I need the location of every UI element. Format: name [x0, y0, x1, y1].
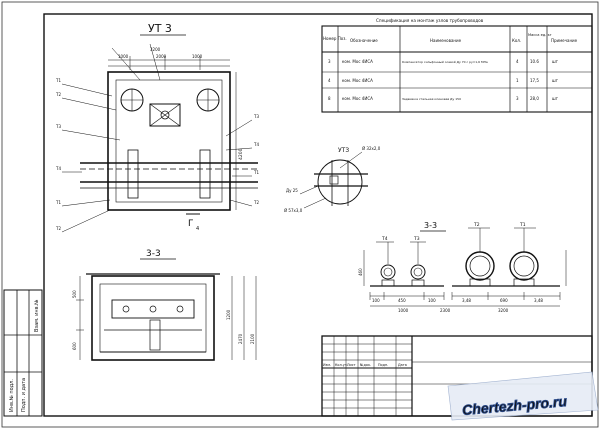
plan-view: УТ 3 1000 2000 1000 3200: [55, 22, 259, 233]
spec-r1-qty: 4: [516, 59, 519, 64]
svg-text:Т3: Т3: [55, 124, 61, 129]
spec-r1-name: Компенсатор сильфонный осевой Ду 70 с ру…: [402, 60, 488, 64]
tb-h-date: Дата: [398, 363, 407, 367]
side-label-sign: Подп. и дата: [21, 378, 27, 412]
svg-text:1000: 1000: [192, 54, 203, 59]
dim-left-1: 500: [72, 290, 77, 298]
dim-r-2: 450: [398, 298, 406, 303]
watermark: Chertezh-pro.ru: [447, 371, 599, 421]
svg-text:Т1: Т1: [55, 78, 61, 83]
svg-text:1000: 1000: [118, 54, 129, 59]
spec-h-pos: Номер Поз.: [323, 36, 347, 41]
spec-r3-note: шт: [552, 96, 559, 101]
svg-text:Т2: Т2: [473, 222, 480, 228]
plan-title: УТ 3: [148, 22, 172, 35]
spec-r3-name: Задвижка стальная клиновая Ду 150: [402, 97, 461, 101]
svg-text:Т1: Т1: [253, 170, 259, 175]
dim-left-4: 2470: [238, 333, 243, 344]
section-right-title: 3-3: [424, 221, 437, 230]
spec-table: Спецификация на монтаж узлов трубопровод…: [321, 18, 593, 113]
spec-r2-pos: 4: [328, 78, 331, 83]
dim-r-1: 100: [372, 298, 380, 303]
tb-h-sheet: Лист: [347, 363, 356, 367]
dim-r-6: 690: [500, 298, 508, 303]
svg-text:Т4: Т4: [253, 142, 259, 147]
spec-caption: Спецификация на монтаж узлов трубопровод…: [376, 18, 484, 23]
dim-r-8: 2300: [440, 308, 451, 313]
dim-r-7: 3,48: [534, 298, 543, 303]
spec-r3-pos: 8: [328, 96, 331, 101]
dim-left-3: 1200: [226, 309, 231, 320]
svg-text:Т3: Т3: [413, 236, 420, 242]
spec-r3-qty: 3: [516, 96, 519, 101]
svg-text:2000: 2000: [156, 54, 167, 59]
dim-left-5: 2100: [250, 333, 255, 344]
spec-r2-qty: 1: [516, 78, 519, 83]
node-dim: Ду 25: [286, 188, 298, 193]
tb-h-count: Кол.уч: [335, 363, 347, 367]
dim-r-3: 100: [428, 298, 436, 303]
svg-text:Т1: Т1: [519, 222, 526, 228]
spec-r1-mass: 10.6: [530, 59, 539, 64]
spec-r1-designation: ком. Мос 4ИСА: [342, 59, 373, 64]
svg-text:Т2: Т2: [55, 226, 61, 231]
dim-r-4: 1000: [398, 308, 409, 313]
section-right: 3-3 Т4 Т3 Т2 Т1 4: [358, 221, 567, 313]
section-left-title: 3-3: [146, 249, 161, 259]
svg-text:Т1: Т1: [55, 200, 61, 205]
svg-text:Т4: Т4: [55, 166, 61, 171]
side-label-inv: Инв.№ подл.: [9, 379, 15, 412]
spec-r3-mass: 28,0: [530, 96, 539, 101]
node-detail: УТ3 Ø 32x2,0 Ду 25 Ø 57x3,0: [284, 146, 381, 213]
node-callout-2: Ø 57x3,0: [284, 208, 303, 213]
tb-h-change: Изм.: [323, 363, 331, 367]
tb-h-sign: Подп.: [378, 363, 388, 367]
spec-r2-note: шт: [552, 78, 559, 83]
node-label: УТ3: [338, 147, 349, 154]
spec-h-designation: Обозначение: [350, 38, 378, 43]
dim-r-5: 3,48: [462, 298, 471, 303]
spec-r1-pos: 3: [328, 59, 331, 64]
side-label-replace: Взам. инв.№: [34, 299, 40, 332]
svg-text:Т4: Т4: [381, 236, 388, 242]
svg-text:3200: 3200: [150, 47, 161, 52]
spec-r1-note: шт: [552, 59, 559, 64]
spec-r2-mass: 17,5: [530, 78, 539, 83]
cut-marker-sub: 4: [196, 226, 199, 232]
section-left: 3-3 500 600 1200 2470 2100: [72, 249, 257, 361]
dim-left-2: 600: [72, 342, 77, 350]
svg-text:Т2: Т2: [253, 200, 259, 205]
spec-r2-designation: ком. Мос 4ИСА: [342, 78, 373, 83]
spec-h-note: Примечание: [551, 38, 578, 43]
side-strip: Инв.№ подл. Подп. и дата Взам. инв.№: [3, 289, 43, 417]
tb-h-doc: №док.: [360, 363, 371, 367]
svg-text:Т3: Т3: [253, 114, 259, 119]
spec-h-name: Наименование: [430, 38, 462, 43]
dim-r-9: 3200: [498, 308, 509, 313]
spec-h-qty: Кол.: [512, 38, 521, 43]
svg-text:4200: 4200: [238, 148, 244, 160]
svg-text:Т2: Т2: [55, 92, 61, 97]
cut-marker: Г: [188, 219, 194, 229]
spec-r3-designation: ком. Мос 4ИСА: [342, 96, 373, 101]
dim-right-460: 460: [358, 268, 363, 276]
spec-h-mass: Масса ед. кг: [528, 33, 552, 37]
drawing-frame: [43, 13, 593, 417]
node-callout: Ø 32x2,0: [362, 146, 381, 151]
